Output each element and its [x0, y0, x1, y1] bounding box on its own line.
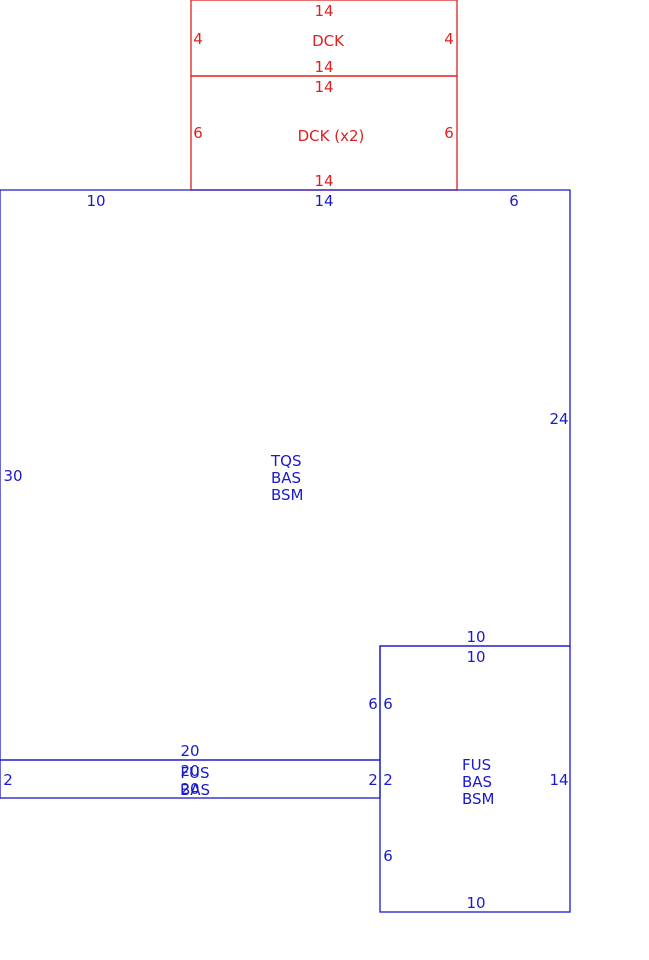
dck-top-dim-left: 4 — [193, 30, 203, 48]
dck-top-dim-top: 14 — [314, 2, 333, 20]
dck-lower-dim-right: 6 — [444, 124, 454, 142]
fus-right-label-2: BAS — [462, 773, 492, 791]
main-label-2: BAS — [271, 469, 301, 487]
main-dim-bottom: 20 — [180, 742, 199, 760]
dck-top-dim-right: 4 — [444, 30, 454, 48]
dck-lower-dim-bottom: 14 — [314, 172, 333, 190]
dck-lower-dim-left: 6 — [193, 124, 203, 142]
dck-lower-dim-top: 14 — [314, 78, 333, 96]
main-dim-top-mid: 14 — [314, 192, 333, 210]
fus-right-dim-right: 14 — [549, 771, 568, 789]
main-dim-left: 30 — [3, 467, 22, 485]
fus-right-area: 10 6 2 6 14 10 FUS BAS BSM — [379, 645, 571, 913]
fus-right-label-3: BSM — [462, 790, 495, 808]
main-dim-inner-left: 6 — [368, 695, 378, 713]
fus-strip-label-2: BAS — [180, 781, 210, 799]
fus-right-label-1: FUS — [462, 756, 491, 774]
fus-strip-dim-top: 20 — [180, 762, 199, 780]
fus-right-dim-left-upper: 6 — [383, 695, 393, 713]
dck-top-label: DCK — [312, 32, 345, 50]
fus-strip-label-1: FUS — [180, 764, 209, 782]
main-dim-right: 24 — [549, 410, 568, 428]
main-dim-top-right: 6 — [509, 192, 519, 210]
fus-right-dim-top: 10 — [466, 648, 485, 666]
fus-right-dim-left-lower: 6 — [383, 847, 393, 865]
dck-top-area: DCK 14 4 4 14 — [190, 0, 458, 77]
dck-lower-label: DCK (x2) — [298, 127, 365, 145]
fus-right-dim-left-mid: 2 — [383, 771, 393, 789]
fus-strip-dim-right: 2 — [368, 771, 378, 789]
fus-right-dim-bottom: 10 — [466, 894, 485, 912]
dck-top-dim-bottom: 14 — [314, 58, 333, 76]
fus-strip-dim-bottom: 20 — [180, 780, 199, 798]
fus-strip-dim-left: 2 — [3, 771, 13, 789]
main-area: TQS BAS BSM 10 14 6 30 24 10 6 20 — [0, 189, 571, 761]
main-dim-bottom-notch: 10 — [466, 628, 485, 646]
main-dim-top-left: 10 — [86, 192, 105, 210]
fus-strip-area: 20 FUS 20 BAS 2 2 — [0, 759, 381, 799]
dck-lower-area: DCK (x2) 14 6 6 14 — [190, 75, 458, 191]
main-label-1: TQS — [270, 452, 302, 470]
main-label-3: BSM — [271, 486, 304, 504]
fus-right-outline — [379, 645, 571, 913]
